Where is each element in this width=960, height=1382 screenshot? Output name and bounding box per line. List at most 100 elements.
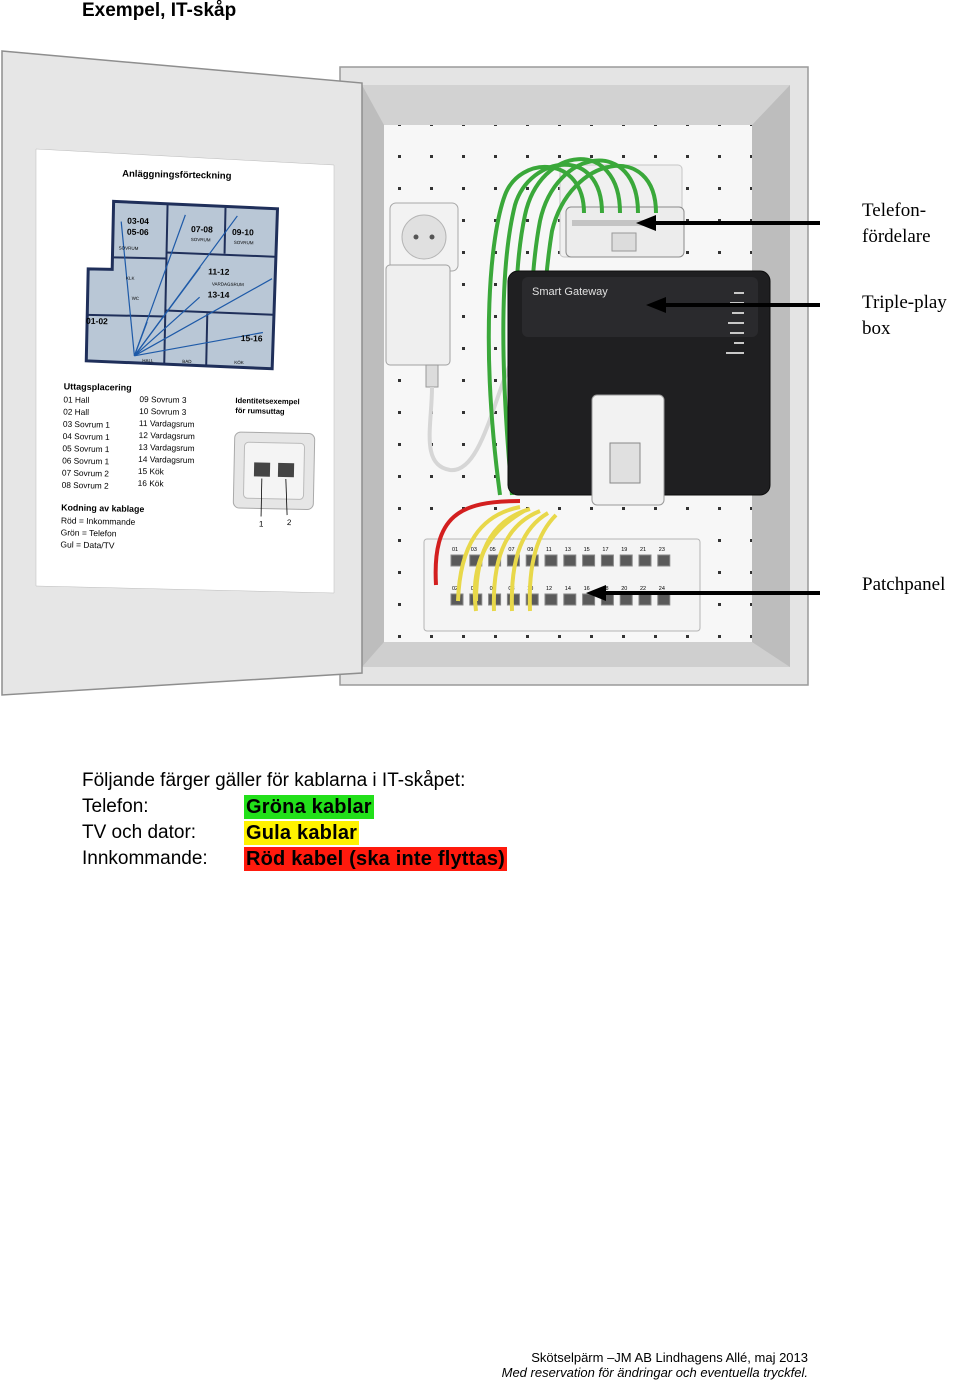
callout-patchpanel: Patchpanel (862, 572, 945, 598)
outlet-item: 15 Kök (138, 466, 165, 477)
room-label: 07-08 (191, 224, 213, 234)
smart-gateway: Smart Gateway (507, 270, 771, 506)
arrowhead-icon (646, 297, 666, 313)
patch-port-number: 12 (546, 586, 552, 592)
patch-port-number: 15 (584, 547, 590, 553)
room-small-label: SOVRUM (119, 245, 139, 250)
patch-port (563, 593, 577, 606)
footer-line: Skötselpärm –JM AB Lindhagens Allé, maj … (531, 1350, 808, 1365)
room-small-label: SOVRUM (234, 240, 254, 245)
callout-triple-play-box: Triple-play box (862, 290, 947, 342)
room-label: 09-10 (232, 227, 254, 237)
room-small-label: KÖK (234, 359, 244, 365)
patch-port (544, 593, 558, 606)
outlet-item: 03 Sovrum 1 (63, 419, 111, 430)
it-cabinet-figure: Anläggningsförteckning 03- (1, 50, 820, 696)
callout-line: Patchpanel (862, 574, 946, 595)
callout-line: fördelare (862, 226, 931, 247)
legend-key: Innkommande: (82, 848, 208, 869)
patch-port-number: 19 (621, 547, 627, 553)
coding-line: Röd = Inkommande (61, 515, 136, 527)
patch-port-number: 22 (640, 586, 646, 592)
patch-port-number: 24 (659, 586, 665, 592)
patch-port (563, 554, 577, 567)
patch-port-number: 16 (584, 586, 590, 592)
outlet-item: 04 Sovrum 1 (63, 431, 111, 442)
telephone-splitter (559, 164, 685, 258)
room-label: 15-16 (241, 333, 263, 343)
room-label: 05-06 (127, 227, 149, 237)
outlet-item: 14 Vardagsrum (138, 454, 194, 465)
patch-port (600, 554, 614, 567)
room-small-label: VARDAGSRUM (212, 281, 244, 287)
patch-port-number: 17 (602, 547, 608, 553)
patch-port (657, 593, 671, 606)
page-title: Exempel, IT-skåp (82, 0, 237, 21)
room-small-label: BAD (182, 359, 192, 364)
patch-port-number: 02 (452, 586, 458, 592)
room-small-label: WC (132, 296, 140, 301)
power-socket (389, 202, 459, 272)
callout-line: Telefon- (862, 200, 927, 221)
outlet-item: 08 Sovrum 2 (62, 480, 110, 491)
patch-port-number: 07 (508, 547, 514, 553)
room-label: 13-14 (208, 289, 230, 299)
floor-plan: 03-04 05-06 07-08 09-10 11-12 13-14 01-0… (84, 199, 280, 371)
page-footer: Skötselpärm –JM AB Lindhagens Allé, maj … (502, 1350, 808, 1380)
socket-number: 1 (259, 519, 264, 528)
room-small-label: KLK (126, 276, 135, 281)
cabinet-door (1, 50, 363, 696)
legend-key: TV och dator: (82, 822, 197, 843)
coding-title: Kodning av kablage (61, 502, 144, 514)
outlet-item: 07 Sovrum 2 (62, 468, 110, 479)
patch-port (638, 593, 652, 606)
outlet-item: 10 Sovrum 3 (139, 406, 187, 417)
sheet-title: Anläggningsförteckning (122, 169, 232, 182)
patch-port (657, 554, 671, 567)
patch-port-number: 23 (659, 547, 665, 553)
room-label: 01-02 (86, 316, 108, 326)
patch-port-number: 21 (640, 547, 646, 553)
legend-value-red: Röd kabel (ska inte flyttas) (244, 847, 507, 871)
outlet-item: 02 Hall (63, 407, 89, 418)
patch-port (525, 593, 539, 606)
wall-socket: 1 2 (232, 431, 316, 529)
legend-value-yellow: Gula kablar (244, 821, 360, 845)
socket-number: 2 (287, 518, 292, 527)
legend-value-green: Gröna kablar (244, 795, 374, 819)
legend-key: Telefon: (82, 796, 149, 817)
patch-port-number: 13 (565, 547, 571, 553)
patch-port-number: 01 (452, 547, 458, 553)
patch-port-number: 09 (527, 547, 533, 553)
patch-port-number: 14 (565, 586, 571, 592)
callout-line: Triple-play (862, 292, 947, 313)
legend-row-telefon: Telefon: Gröna kablar (82, 794, 507, 820)
callout-arrows (586, 215, 820, 601)
coding-line: Grön = Telefon (61, 527, 117, 538)
room-label: 11-12 (208, 266, 230, 276)
red-cable (433, 499, 521, 586)
id-example-subtitle: för rumsuttag (235, 406, 285, 416)
patch-port-number: 11 (546, 547, 552, 553)
outlets-title: Uttagsplacering (64, 381, 132, 392)
outlet-item: 05 Sovrum 1 (62, 443, 110, 454)
callout-line: box (862, 318, 891, 339)
outlet-item: 12 Vardagsrum (139, 430, 195, 441)
patch-port-number: 05 (490, 547, 496, 553)
patch-port (619, 593, 633, 606)
room-small-label: SOVRUM (191, 237, 211, 242)
legend-row-innkommande: Innkommande: Röd kabel (ska inte flyttas… (82, 846, 507, 872)
cable-color-legend: Följande färger gäller för kablarna i IT… (82, 768, 507, 872)
legend-intro: Följande färger gäller för kablarna i IT… (82, 770, 466, 791)
patch-port-number: 20 (621, 586, 627, 592)
patch-port (582, 554, 596, 567)
room-small-label: HALL (142, 358, 154, 363)
patch-port (544, 554, 558, 567)
outlet-item: 16 Kök (138, 478, 165, 489)
patch-port (638, 554, 652, 567)
footer-disclaimer: Med reservation för ändringar och eventu… (501, 1365, 808, 1380)
outlet-item: 11 Vardagsrum (139, 418, 195, 429)
